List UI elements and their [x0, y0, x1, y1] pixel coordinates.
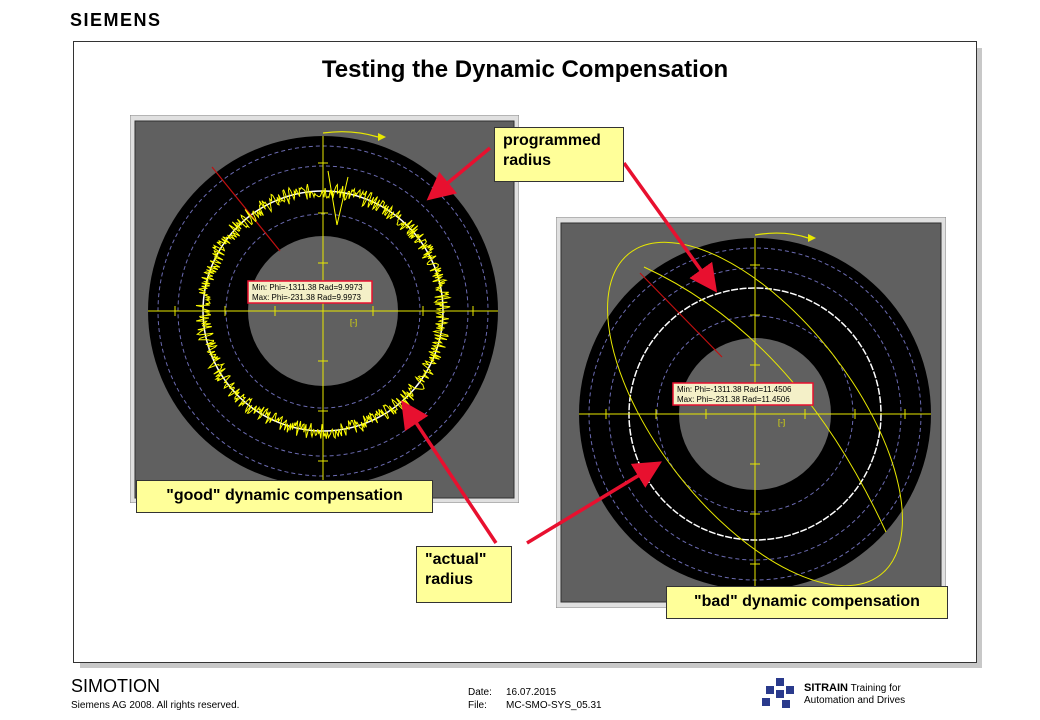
- plot-good: Min: Phi=-1311.38 Rad=9.9973 Max: Phi=-2…: [130, 115, 519, 503]
- footer-date-label: Date:: [468, 687, 492, 698]
- slide-title: Testing the Dynamic Compensation: [321, 56, 729, 83]
- callout-actual-line2: radius: [425, 571, 474, 588]
- arrow-actual-left: [401, 400, 498, 544]
- footer-copyright: Siemens AG 2008. All rights reserved.: [71, 700, 240, 711]
- plot-bad: Min: Phi=-1311.38 Rad=11.4506 Max: Phi=-…: [556, 217, 946, 608]
- callout-good: "good" dynamic compensation: [136, 480, 433, 513]
- sitrain-name: SITRAIN: [804, 682, 848, 694]
- footer-product: SIMOTION: [71, 676, 160, 696]
- callout-programmed-radius: programmed radius: [494, 127, 624, 182]
- plot-bad-unit: [-]: [778, 418, 785, 427]
- plot-bad-min-text: Min: Phi=-1311.38 Rad=11.4506: [677, 385, 792, 394]
- footer-date-value: 16.07.2015: [506, 687, 557, 698]
- plot-good-max-text: Max: Phi=-231.38 Rad=9.9973: [252, 293, 362, 302]
- callout-programmed-line2: radius: [503, 152, 552, 169]
- callout-actual-line1: "actual": [425, 551, 487, 568]
- callout-bad: "bad" dynamic compensation: [666, 586, 948, 619]
- footer-file-label: File:: [468, 700, 487, 711]
- sitrain-line2: Automation and Drives: [804, 695, 906, 706]
- plot-good-min-text: Min: Phi=-1311.38 Rad=9.9973: [252, 283, 363, 292]
- arrow-programmed-right: [622, 161, 718, 293]
- arrow-actual-right: [526, 461, 662, 545]
- footer-file-value: MC-SMO-SYS_05.31: [506, 700, 602, 711]
- footer-date: Date: 16.07.2015: [468, 687, 556, 698]
- sitrain-line1: Training for: [850, 683, 901, 694]
- callout-programmed-line1: programmed: [503, 132, 601, 149]
- plot-good-unit: [-]: [350, 318, 357, 327]
- plot-bad-max-text: Max: Phi=-231.38 Rad=11.4506: [677, 395, 790, 404]
- sitrain-logo-icon: [762, 678, 794, 708]
- sitrain-text: SITRAIN Training for Automation and Driv…: [804, 682, 905, 707]
- arrow-programmed-left: [426, 146, 492, 201]
- footer-file: File: MC-SMO-SYS_05.31: [468, 700, 602, 711]
- callout-actual-radius: "actual" radius: [416, 546, 512, 603]
- siemens-logo: SIEMENS: [70, 10, 162, 30]
